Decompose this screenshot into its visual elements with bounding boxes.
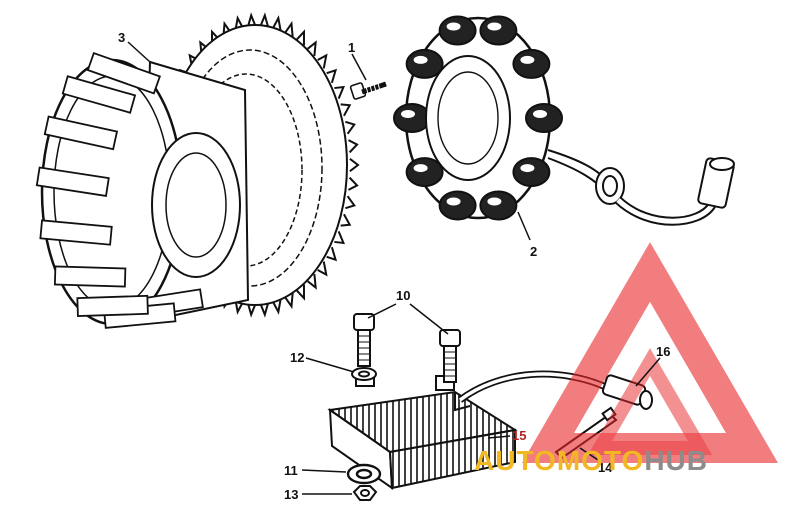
stator-coil xyxy=(438,190,477,221)
sprocket-tooth xyxy=(334,85,346,100)
stator-coil xyxy=(405,48,444,79)
sprocket-tooth xyxy=(326,246,338,262)
stator-coil xyxy=(479,190,518,221)
callout-3: 3 xyxy=(118,30,125,45)
hex-nut xyxy=(352,485,378,501)
basket-finger xyxy=(35,166,110,197)
sprocket-tooth xyxy=(295,284,306,301)
callout-14: 14 xyxy=(598,460,613,475)
stator-coil xyxy=(393,103,431,133)
watermark-moto: MOTO xyxy=(557,445,644,476)
stator-coil xyxy=(512,157,551,188)
clutch-basket xyxy=(35,12,360,329)
callout-15: 15 xyxy=(512,428,526,443)
sprocket-tooth xyxy=(340,103,352,117)
stator-coil xyxy=(438,15,477,46)
callout-13: 13 xyxy=(284,487,298,502)
sprocket-tooth xyxy=(345,195,356,210)
stator-screw xyxy=(349,81,387,100)
stator-coils xyxy=(393,15,563,221)
sprocket-tooth xyxy=(307,40,317,57)
coil-highlight xyxy=(446,197,461,206)
callout-16: 16 xyxy=(656,344,670,359)
stator xyxy=(393,15,735,226)
watermark-auto: AUTO xyxy=(474,445,557,476)
coil-highlight xyxy=(413,164,428,173)
callout-10: 10 xyxy=(396,288,410,303)
basket-finger xyxy=(43,115,119,151)
stator-coil xyxy=(525,103,563,133)
sprocket-tooth xyxy=(348,176,359,191)
callout-12: 12 xyxy=(290,350,304,365)
sprocket-tooth xyxy=(326,68,338,84)
coil-highlight xyxy=(401,110,415,118)
coil-highlight xyxy=(487,22,502,31)
basket-fingers xyxy=(35,51,204,329)
sprocket-tooth xyxy=(307,273,317,290)
sprocket-tooth xyxy=(334,230,346,245)
watermark-text: AUTOMOTOHUB xyxy=(474,445,708,476)
coil-highlight xyxy=(446,22,461,31)
basket-finger xyxy=(53,265,127,288)
callout-2: 2 xyxy=(530,244,537,259)
sprocket-tooth xyxy=(317,261,328,277)
sprocket-tooth xyxy=(345,120,356,135)
basket-finger xyxy=(86,51,161,95)
sprocket-tooth xyxy=(317,53,328,69)
leader-lines xyxy=(127,41,661,495)
basket-finger xyxy=(61,75,137,114)
stator-coil xyxy=(512,48,551,79)
sprocket-tooth xyxy=(348,139,359,154)
lock-washer xyxy=(351,367,377,381)
watermark-hub: HUB xyxy=(644,445,708,476)
coil-highlight xyxy=(533,110,547,118)
callout-11: 11 xyxy=(284,463,298,478)
sprocket-tooth xyxy=(340,213,352,227)
coil-highlight xyxy=(520,164,535,173)
stator-coil xyxy=(479,15,518,46)
flat-washer xyxy=(346,463,382,485)
basket-finger xyxy=(39,219,113,246)
callout-1: 1 xyxy=(348,40,355,55)
sprocket-tooth xyxy=(349,157,360,173)
coil-highlight xyxy=(487,197,502,206)
basket-finger xyxy=(76,294,149,317)
sprocket-tooth xyxy=(295,29,306,46)
coil-highlight xyxy=(413,55,428,64)
watermark-logo xyxy=(521,242,779,463)
coil-highlight xyxy=(520,55,535,64)
stator-coil xyxy=(405,157,444,188)
